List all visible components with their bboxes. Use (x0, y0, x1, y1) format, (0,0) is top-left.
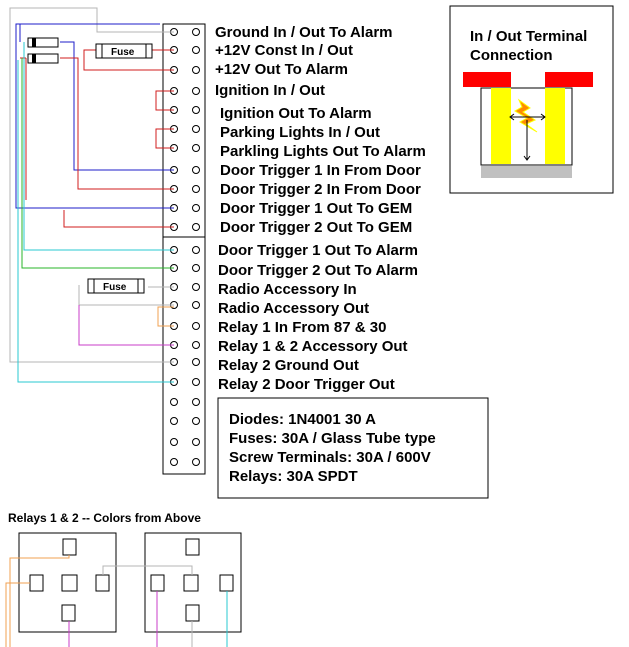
terminal-screw (192, 417, 200, 425)
inset-yellow-plate-right (545, 88, 565, 164)
fuse-2: Fuse (87, 278, 145, 294)
label-door-2-gem: Door Trigger 2 Out To GEM (220, 219, 413, 236)
spec-diodes: Diodes: 1N4001 30 A (229, 411, 377, 428)
fuse-1-label: Fuse (111, 47, 135, 58)
terminal-screw (170, 438, 178, 446)
door-trigger-2-wire (60, 57, 174, 190)
relay-2 (144, 532, 242, 633)
label-door-1-gem: Door Trigger 1 Out To GEM (220, 200, 413, 217)
inset-red-bar-left (463, 72, 511, 87)
terminal-connection-inset (449, 5, 614, 194)
terminal-screw (192, 358, 200, 366)
inset-red-bar-right (545, 72, 593, 87)
terminal-screw (170, 458, 178, 466)
label-radio-out: Radio Accessory Out (218, 300, 370, 317)
label-radio-in: Radio Accessory In (218, 281, 357, 298)
diode-1 (27, 37, 59, 48)
label-relay-2-trigger: Relay 2 Door Trigger Out (218, 376, 395, 393)
door-trigger-1-alarm-wire (23, 42, 174, 251)
terminal-screw (192, 106, 200, 114)
inset-yellow-plate-left (491, 88, 511, 164)
wires (9, 7, 174, 383)
label-door-2-in: Door Trigger 2 In From Door (220, 181, 421, 198)
fuse-2-label: Fuse (103, 282, 127, 293)
inset-title-line-1: In / Out Terminal (470, 28, 588, 45)
label-ignition-out: Ignition Out To Alarm (220, 105, 372, 122)
relay-jumper (157, 306, 174, 327)
terminal-screw (192, 166, 200, 174)
fuse-1: Fuse (95, 43, 153, 59)
terminal-screw (192, 46, 200, 54)
terminal-screw (192, 301, 200, 309)
door-trigger-1-wire (60, 41, 174, 171)
terminal-screw (170, 417, 178, 425)
relay-2-trigger-wire (17, 60, 174, 383)
spec-fuses: Fuses: 30A / Glass Tube type (229, 430, 436, 447)
terminal-screw (192, 458, 200, 466)
terminal-strip (162, 23, 206, 475)
label-12v-const: +12V Const In / Out (215, 42, 353, 59)
label-door-1-in: Door Trigger 1 In From Door (220, 162, 421, 179)
label-parking-out: Parkling Lights Out To Alarm (220, 143, 426, 160)
label-parking-in: Parking Lights In / Out (220, 124, 381, 141)
ignition-jumper (155, 90, 174, 111)
terminal-screw (192, 87, 200, 95)
terminal-screws (170, 28, 200, 466)
terminal-screw (192, 438, 200, 446)
terminal-screw (192, 66, 200, 74)
terminal-screw (192, 246, 200, 254)
specs-box (217, 397, 489, 499)
label-relay-1-in: Relay 1 In From 87 & 30 (218, 319, 387, 336)
terminal-screw (192, 125, 200, 133)
terminal-screw (170, 398, 178, 406)
terminal-screw (192, 264, 200, 272)
door-trigger-2-out-wire (63, 210, 174, 228)
terminal-screw (192, 398, 200, 406)
parking-jumper (155, 128, 174, 149)
label-12v-out: +12V Out To Alarm (215, 61, 348, 78)
const-12v-wire-b (83, 49, 174, 71)
door-trigger-1-out-wire (15, 23, 174, 209)
terminal-screw (192, 144, 200, 152)
label-relay-accessory: Relay 1 & 2 Accessory Out (218, 338, 408, 355)
relays-caption: Relays 1 & 2 -- Colors from Above (8, 511, 201, 525)
terminal-screw (192, 378, 200, 386)
terminal-screw (192, 341, 200, 349)
terminal-screw (192, 283, 200, 291)
relay-1 (18, 532, 117, 633)
label-door-2-alarm: Door Trigger 2 Out To Alarm (218, 262, 419, 279)
inset-title-line-2: Connection (470, 47, 553, 64)
diode-2 (27, 53, 59, 64)
label-ground: Ground In / Out To Alarm (215, 24, 393, 41)
ground-wire (9, 7, 174, 363)
terminal-screw (192, 223, 200, 231)
relay-wires (5, 555, 228, 647)
terminal-screw (192, 322, 200, 330)
label-ignition-in: Ignition In / Out (215, 82, 325, 99)
inset-base (481, 166, 572, 178)
terminal-screw (192, 185, 200, 193)
label-door-1-alarm: Door Trigger 1 Out To Alarm (218, 242, 419, 259)
door-trigger-2-alarm-wire (21, 58, 174, 269)
relay-accessory-wire (78, 305, 174, 346)
terminal-screw (192, 28, 200, 36)
bolt-icon (514, 98, 538, 133)
spec-relays: Relays: 30A SPDT (229, 468, 358, 485)
terminal-screw (192, 204, 200, 212)
label-relay-2-ground: Relay 2 Ground Out (218, 357, 359, 374)
spec-screw-terminals: Screw Terminals: 30A / 600V (229, 449, 431, 466)
